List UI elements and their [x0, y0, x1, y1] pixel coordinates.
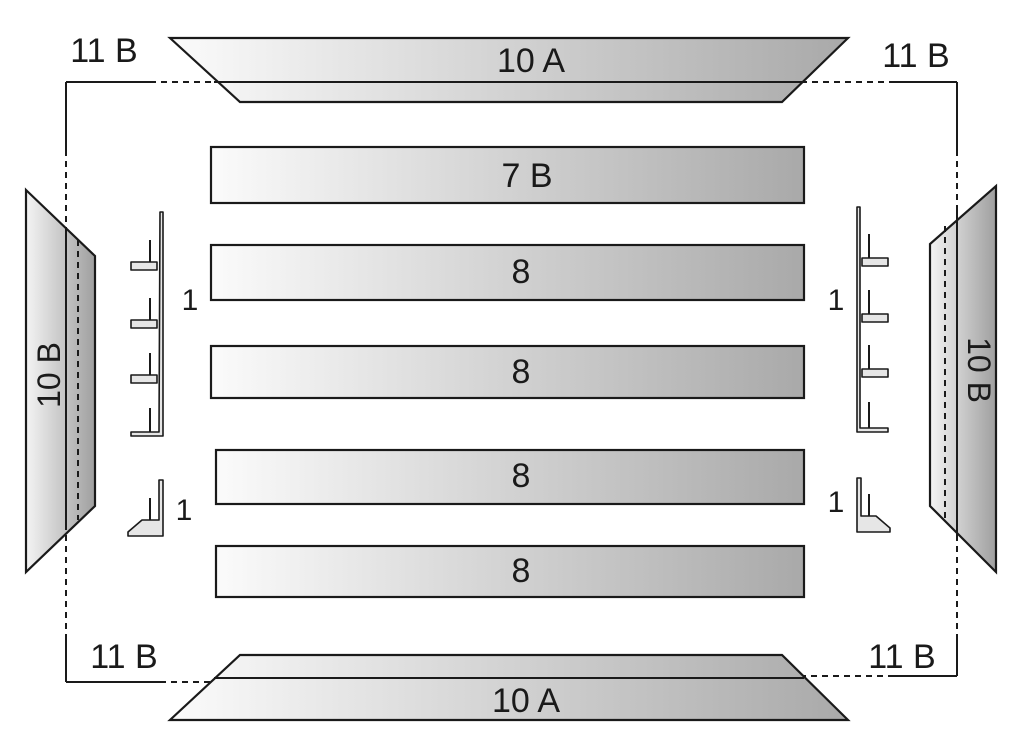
panel-8: 8: [209, 344, 806, 400]
profile-right-lower: 1: [828, 477, 891, 533]
profile-left-lower: 1: [127, 479, 193, 537]
top-trim-label: 10 A: [497, 42, 565, 80]
corner-label-top-right: 11 B: [882, 37, 949, 75]
profile-strip-left-upper: 1: [130, 211, 199, 437]
left-trim-10b: 10 B: [24, 187, 97, 575]
left-trim-label: 10 B: [31, 342, 67, 408]
bottom-trim-10a: 10 A: [167, 653, 851, 722]
profile-label: 1: [182, 284, 199, 317]
right-trim-label: 10 B: [961, 337, 997, 403]
panel-label: 8: [512, 353, 531, 391]
profile-strip-right-upper: 1: [828, 206, 889, 433]
right-trim-10b: 10 B: [928, 183, 998, 575]
corner-label-bottom-right: 11 B: [868, 638, 935, 676]
panel-label: 8: [512, 552, 531, 590]
panel-8: 8: [214, 544, 806, 599]
corner-label-top-left: 11 B: [70, 32, 137, 70]
panel-label: 8: [512, 253, 531, 291]
top-trim-10a: 10 A: [167, 36, 851, 104]
profile-label: 1: [176, 494, 193, 527]
panel-label: 7 B: [501, 157, 552, 195]
profile-label: 1: [828, 284, 845, 317]
profile-label: 1: [828, 486, 845, 519]
panel-8: 8: [214, 448, 806, 506]
bottom-trim-label: 10 A: [492, 682, 560, 720]
panel-7b: 7 B: [209, 145, 806, 205]
panel-8: 8: [209, 243, 806, 302]
panel-label: 8: [512, 457, 531, 495]
corner-label-bottom-left: 11 B: [90, 638, 157, 676]
